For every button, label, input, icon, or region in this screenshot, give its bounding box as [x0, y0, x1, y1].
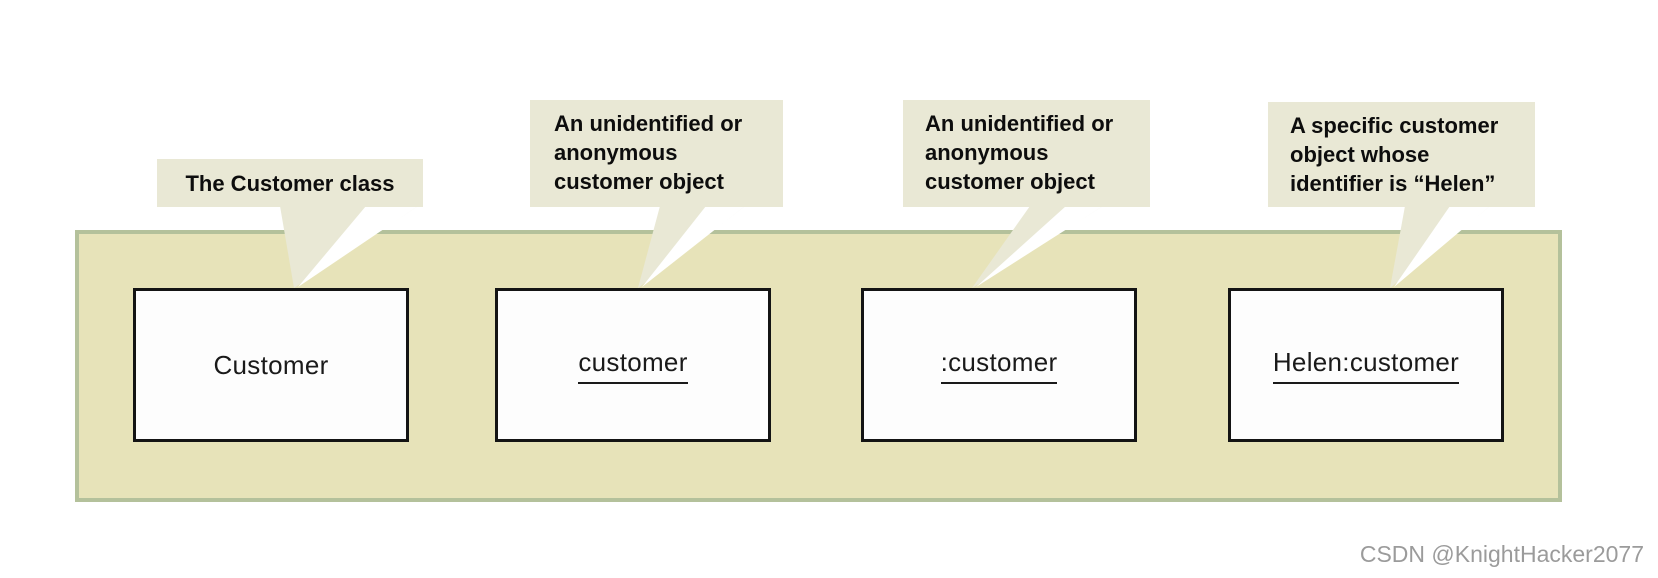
object-box-customer-label: customer: [578, 347, 688, 384]
watermark: CSDN @KnightHacker2077: [1359, 541, 1644, 567]
class-box-customer-label: Customer: [213, 349, 329, 380]
callout-anonymous-object-1-text: An unidentified or anonymous customer ob…: [554, 111, 743, 194]
object-box-helen-label: Helen:customer: [1272, 347, 1460, 384]
object-box-anonymous-customer: :customer: [861, 288, 1137, 442]
object-box-customer: customer: [495, 288, 771, 442]
object-box-anonymous-customer-label: :customer: [940, 347, 1058, 384]
callout-helen-object-text: A specific customer object whose identif…: [1290, 113, 1499, 196]
callout-customer-class: The Customer class: [157, 159, 423, 207]
class-box-customer: Customer: [133, 288, 409, 442]
callout-anonymous-object-1: An unidentified or anonymous customer ob…: [530, 100, 783, 207]
callout-anonymous-object-2: An unidentified or anonymous customer ob…: [903, 100, 1150, 207]
callout-anonymous-object-2-text: An unidentified or anonymous customer ob…: [925, 111, 1114, 194]
callout-helen-object: A specific customer object whose identif…: [1268, 102, 1535, 207]
callout-customer-class-text: The Customer class: [185, 170, 395, 196]
object-box-helen: Helen:customer: [1228, 288, 1504, 442]
